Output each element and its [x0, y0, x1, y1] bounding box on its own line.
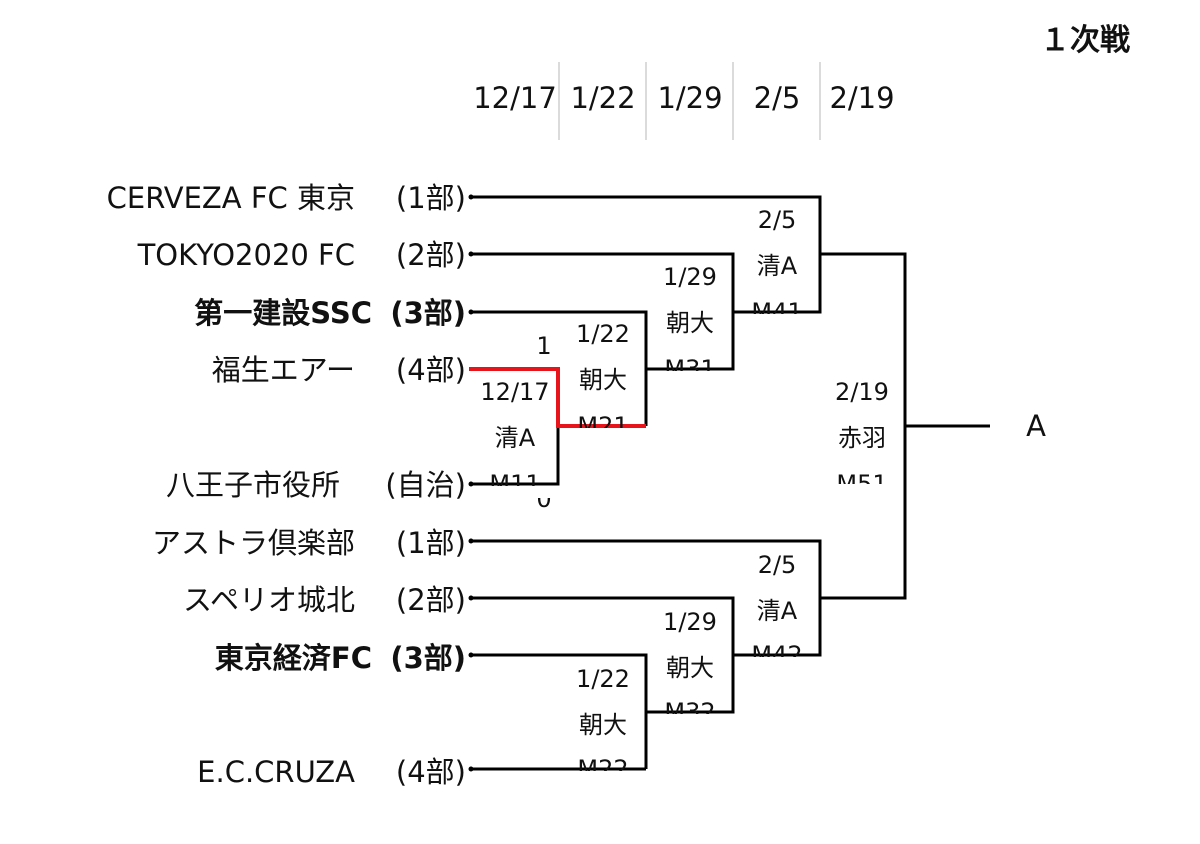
winner-label: A — [1026, 409, 1046, 443]
match-m22: 1/22 朝大 M22 — [576, 665, 630, 783]
line-end-dot — [468, 652, 474, 658]
team-list: CERVEZA FC 東京 (1部) TOKYO2020 FC (2部) 第一建… — [107, 181, 466, 789]
team-division-9: (4部) — [396, 755, 466, 789]
team-division-5: (自治) — [385, 468, 466, 502]
bracket-line — [472, 252, 735, 371]
line-end-dot — [468, 538, 474, 544]
team-name-9: E.C.CRUZA — [197, 755, 355, 789]
match-date: 2/19 — [835, 378, 889, 406]
team-division-3: (3部) — [390, 296, 466, 330]
team-division-2: (2部) — [396, 238, 466, 272]
team-name-3: 第一建設SSC — [194, 296, 372, 330]
match-date: 12/17 — [480, 378, 549, 406]
match-venue: 朝大 — [666, 654, 714, 682]
team-name-7: スペリオ城北 — [183, 583, 355, 617]
match-m11: 12/17 清A M11 1 0 — [480, 332, 551, 513]
winner-path-highlight — [469, 367, 646, 428]
team-division-7: (2部) — [396, 583, 466, 617]
team-division-4: (4部) — [396, 353, 466, 387]
bracket-line — [472, 539, 822, 657]
line-end-dot — [468, 251, 474, 257]
line-end-dot — [468, 766, 474, 772]
match-m42: 2/5 清A M42 — [751, 551, 802, 669]
clip-mask — [735, 657, 818, 669]
code-clip-masks — [473, 314, 902, 783]
match-date: 2/5 — [758, 551, 797, 579]
round-date-4: 2/5 — [754, 81, 801, 115]
bracket-line — [472, 426, 560, 486]
clip-mask — [822, 484, 902, 498]
match-date: 2/5 — [758, 206, 797, 234]
team-line-ends — [468, 194, 474, 772]
line-end-dot — [468, 481, 474, 487]
round-date-5: 2/19 — [829, 81, 894, 115]
bracket-line — [472, 653, 648, 769]
team-name-5: 八王子市役所 — [166, 468, 340, 502]
match-venue: 朝大 — [579, 366, 627, 394]
team-name-8: 東京経済FC — [215, 641, 372, 675]
line-end-dot — [468, 595, 474, 601]
match-m51: 2/19 赤羽 M51 — [835, 378, 889, 498]
match-venue: 朝大 — [666, 309, 714, 337]
team-name-2: TOKYO2020 FC — [137, 238, 355, 272]
clip-mask — [648, 371, 731, 383]
match-m41: 2/5 清A M41 — [751, 206, 802, 326]
match-m31: 1/29 朝大 M31 — [663, 263, 717, 383]
bracket-line — [472, 596, 735, 714]
round-date-2: 1/22 — [570, 81, 635, 115]
match-venue: 清A — [757, 252, 798, 280]
bracket-line — [472, 310, 648, 426]
match-venue: 朝大 — [579, 711, 627, 739]
team-division-8: (3部) — [390, 641, 466, 675]
match-score-top: 1 — [536, 332, 551, 360]
round-date-1: 12/17 — [473, 81, 557, 115]
clip-mask — [735, 314, 818, 326]
team-division-6: (1部) — [396, 526, 466, 560]
match-venue: 清A — [757, 597, 798, 625]
team-name-1: CERVEZA FC 東京 — [107, 181, 355, 215]
match-date: 1/29 — [663, 263, 717, 291]
match-date: 1/22 — [576, 665, 630, 693]
match-date: 1/22 — [576, 320, 630, 348]
bracket-lines — [469, 195, 990, 771]
team-division-1: (1部) — [396, 181, 466, 215]
line-end-dot — [468, 194, 474, 200]
match-m21: 1/22 朝大 M21 — [576, 320, 630, 440]
match-venue: 赤羽 — [838, 424, 886, 452]
clip-mask — [648, 714, 731, 726]
round-date-3: 1/29 — [657, 81, 722, 115]
clip-mask — [560, 771, 644, 783]
match-date: 1/29 — [663, 608, 717, 636]
line-end-dot — [468, 309, 474, 315]
bracket-title: １次戦 — [1040, 23, 1130, 58]
team-name-4: 福生エアー — [212, 353, 355, 387]
clip-mask — [473, 486, 556, 498]
match-m32: 1/29 朝大 M32 — [663, 608, 717, 726]
date-header: 12/17 1/22 1/29 2/5 2/19 — [473, 62, 895, 140]
match-venue: 清A — [495, 424, 536, 452]
team-name-6: アストラ倶楽部 — [152, 526, 355, 560]
clip-mask — [560, 428, 644, 440]
